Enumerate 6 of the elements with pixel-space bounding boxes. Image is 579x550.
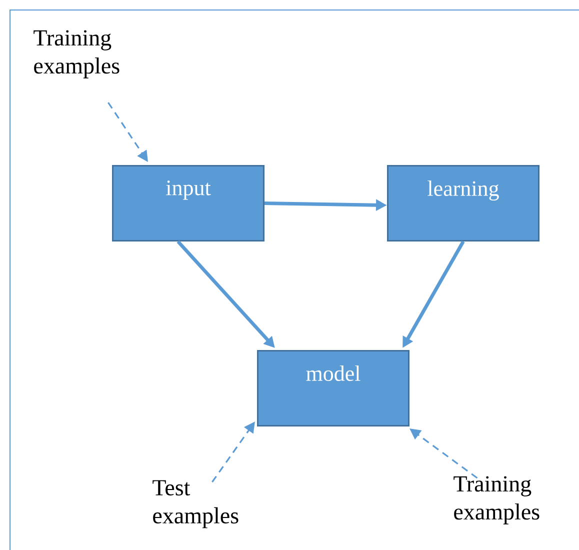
input-label: Training examples	[34, 30, 120, 78]
input-label: Training examples	[454, 476, 540, 524]
process-box: learning	[387, 165, 540, 242]
process-box: input	[112, 165, 264, 242]
process-box: model	[257, 350, 410, 426]
input-label: Test examples	[152, 480, 238, 528]
